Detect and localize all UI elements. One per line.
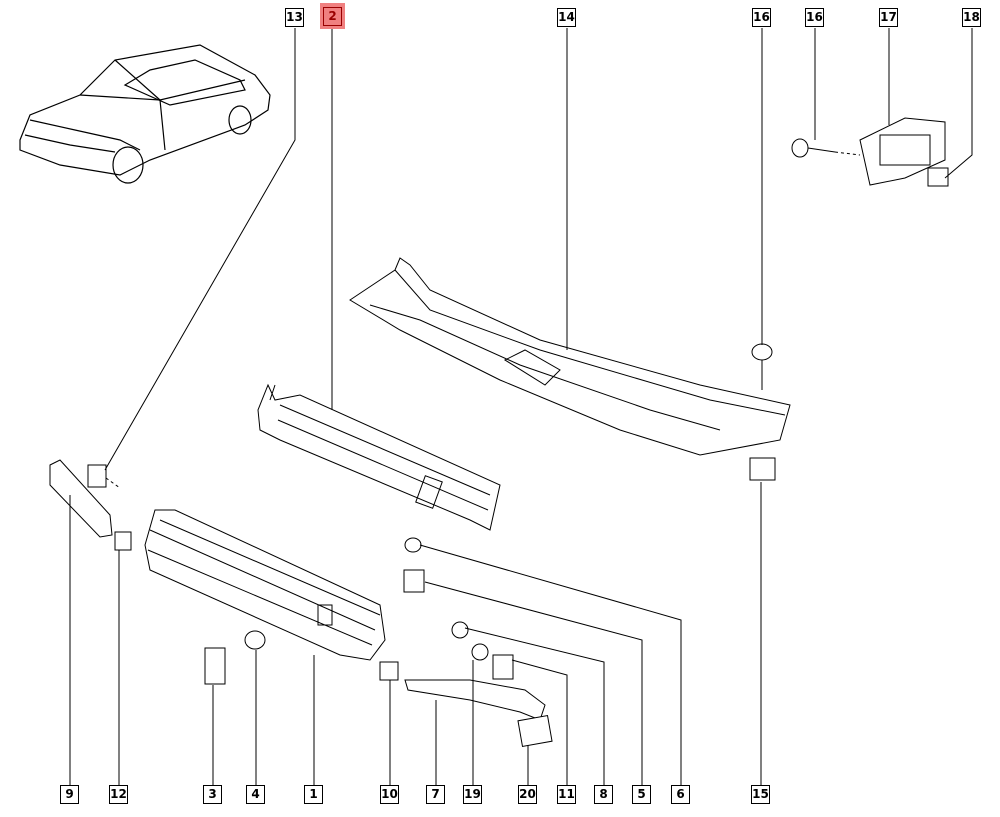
label-9[interactable]: 9 bbox=[60, 785, 79, 804]
label-3[interactable]: 3 bbox=[203, 785, 222, 804]
label-19[interactable]: 19 bbox=[463, 785, 482, 804]
inner-grille-part-2 bbox=[257, 383, 501, 531]
label-18[interactable]: 18 bbox=[962, 8, 981, 27]
leader-lines bbox=[69, 28, 973, 785]
label-14[interactable]: 14 bbox=[557, 8, 576, 27]
label-17[interactable]: 17 bbox=[879, 8, 898, 27]
label-8[interactable]: 8 bbox=[594, 785, 613, 804]
label-16b[interactable]: 16 bbox=[805, 8, 824, 27]
label-11[interactable]: 11 bbox=[557, 785, 576, 804]
front-grille-part-1 bbox=[144, 509, 386, 661]
label-1[interactable]: 1 bbox=[304, 785, 323, 804]
label-7[interactable]: 7 bbox=[426, 785, 445, 804]
fasteners bbox=[87, 117, 949, 747]
trim-part-7 bbox=[404, 679, 546, 721]
label-13[interactable]: 13 bbox=[285, 8, 304, 27]
trim-part-9 bbox=[49, 459, 113, 538]
car-illustration bbox=[19, 44, 271, 184]
label-20[interactable]: 20 bbox=[518, 785, 537, 804]
label-6[interactable]: 6 bbox=[671, 785, 690, 804]
label-12[interactable]: 12 bbox=[109, 785, 128, 804]
label-16[interactable]: 16 bbox=[752, 8, 771, 27]
label-4[interactable]: 4 bbox=[246, 785, 265, 804]
label-5[interactable]: 5 bbox=[632, 785, 651, 804]
label-15[interactable]: 15 bbox=[751, 785, 770, 804]
label-2-selected[interactable]: 2 bbox=[323, 7, 342, 26]
label-10[interactable]: 10 bbox=[380, 785, 399, 804]
cowl-panel-part-14 bbox=[349, 257, 791, 456]
